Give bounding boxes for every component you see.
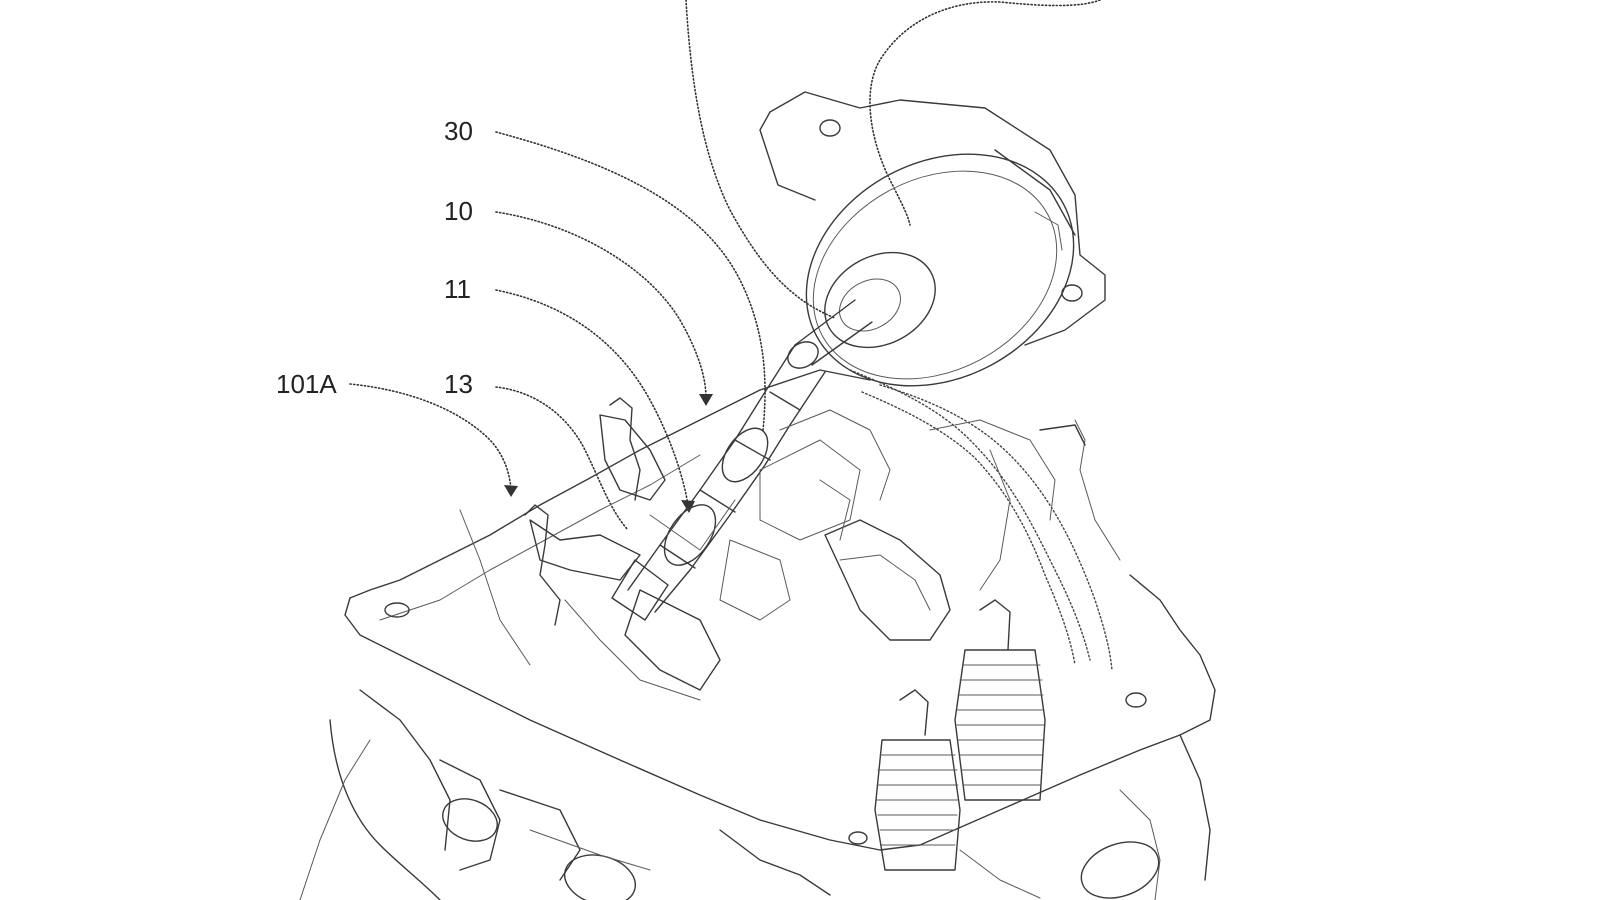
ref-label-30: 30 xyxy=(444,116,473,146)
leader-line-top-1 xyxy=(685,0,836,319)
leader-line-top-2 xyxy=(869,0,1101,226)
leader-line-10 xyxy=(495,211,707,399)
actuator-shaft xyxy=(787,299,873,369)
leader-line-13 xyxy=(495,386,629,531)
ref-label-13: 13 xyxy=(444,369,473,399)
leader-line-101A xyxy=(349,383,512,491)
leader-line-30 xyxy=(495,131,766,431)
lower-block xyxy=(299,689,1211,900)
upper-structure xyxy=(779,409,1086,591)
valve-springs xyxy=(524,397,1046,871)
ref-label-10: 10 xyxy=(444,196,473,226)
camshaft xyxy=(611,344,826,621)
timing-chain xyxy=(849,369,1113,671)
ref-label-11: 11 xyxy=(444,274,471,304)
leader-line-11 xyxy=(495,289,689,506)
rocker-arms xyxy=(529,414,951,691)
actuator-motor xyxy=(759,91,1106,387)
leader-lines xyxy=(349,0,1101,531)
arrowhead-10 xyxy=(699,394,713,406)
arrowhead-101A xyxy=(504,485,518,497)
ref-label-101A: 101A xyxy=(276,369,337,399)
